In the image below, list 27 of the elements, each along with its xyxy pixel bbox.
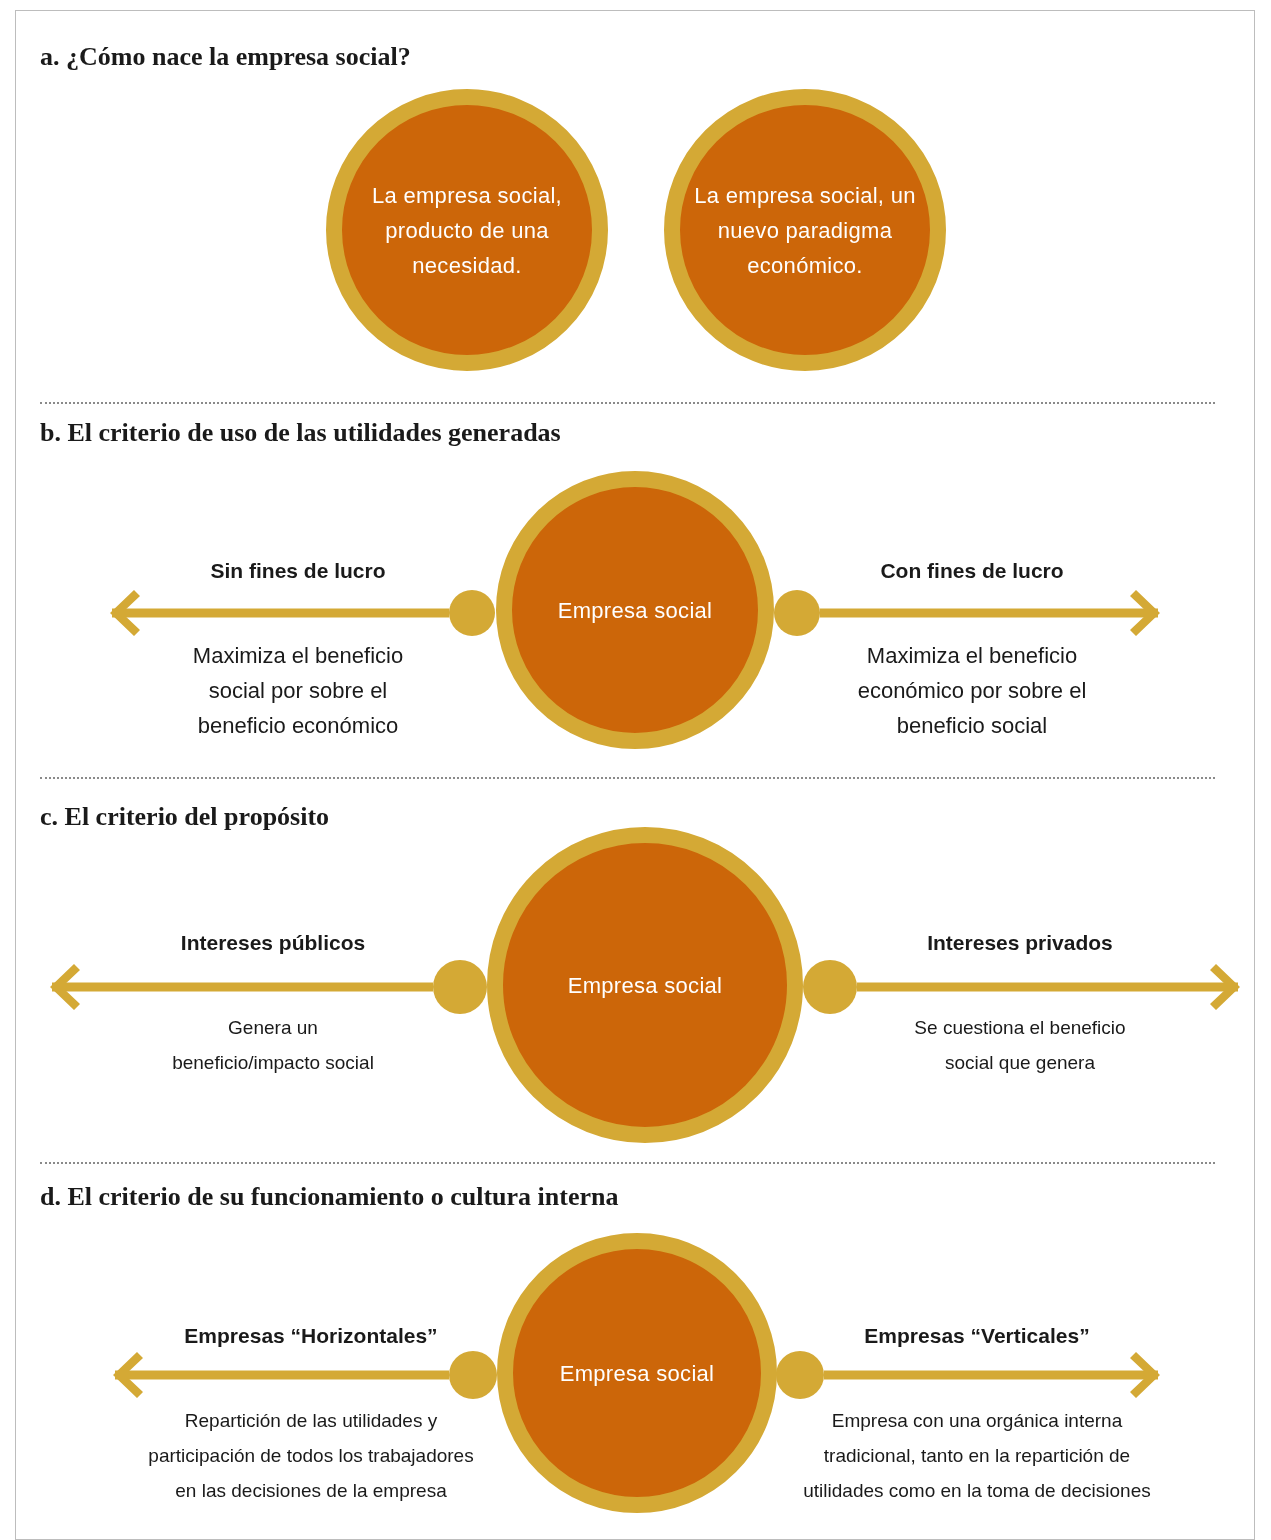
description: Empresa con una orgánica interna tradicional, tanto en la repartición de utilidades como en la toma de decisiones [802, 1409, 1152, 1503]
section-heading: c. El criterio del propósito [40, 802, 330, 832]
circle-text: Empresa social [556, 596, 714, 625]
circle-text: Empresa social [566, 971, 724, 1000]
connector-dot [774, 590, 820, 636]
connector-dot [803, 960, 857, 1014]
connector-dot [449, 590, 495, 636]
connector-dot [449, 1351, 497, 1399]
section-heading: a. ¿Cómo nace la empresa social? [40, 42, 411, 72]
circle-text: La empresa social, un nuevo paradigma económico. [693, 181, 917, 280]
axis-heading: Sin fines de lucro [209, 558, 387, 584]
description: Se cuestiona el beneficio social que genera [913, 1016, 1127, 1075]
axis-heading: Empresas “Verticales” [863, 1323, 1091, 1349]
description: Maximiza el beneficio económico por sobre el beneficio social [856, 642, 1088, 740]
section-heading: b. El criterio de uso de las utilidades generadas [40, 418, 561, 448]
description: Maximiza el beneficio social por sobre el beneficio económico [191, 642, 405, 740]
axis-heading: Intereses privados [926, 930, 1114, 956]
axis-heading: Con fines de lucro [879, 558, 1065, 584]
description: Genera un beneficio/impacto social [171, 1016, 375, 1075]
connector-dot [776, 1351, 824, 1399]
circle-text: Empresa social [558, 1359, 716, 1388]
description: Repartición de las utilidades y participación de todos los trabajadores en las decisiones de la empresa [147, 1409, 475, 1503]
circle-text: La empresa social, producto de una necesidad. [370, 181, 564, 280]
axis-heading: Empresas “Horizontales” [183, 1323, 439, 1349]
section-heading: d. El criterio de su funcionamiento o cultura interna [40, 1182, 619, 1212]
connector-dot [433, 960, 487, 1014]
axis-heading: Intereses públicos [179, 930, 367, 956]
